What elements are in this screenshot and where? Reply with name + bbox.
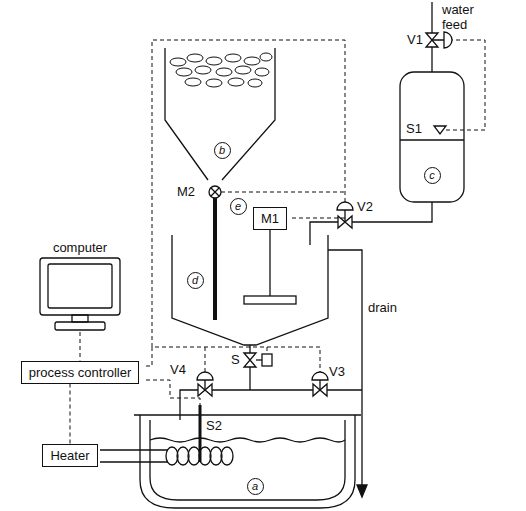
heating-coil [166, 447, 233, 465]
controller-box: process controller [21, 361, 140, 384]
mixing-vessel [172, 235, 328, 345]
liquid-surface [150, 438, 345, 442]
impeller [244, 296, 296, 304]
valve-label: M2 [177, 184, 195, 199]
valve-body [244, 353, 256, 367]
node-text: b [215, 143, 230, 158]
feed-tube [213, 198, 217, 320]
water-level [400, 139, 464, 140]
motor-box: M1 [253, 207, 287, 230]
water-tank [400, 72, 464, 202]
valve-actuator [432, 32, 452, 48]
valve-label: V4 [170, 362, 186, 377]
callout-letter: a [247, 478, 264, 495]
sensor-label: S1 [406, 121, 422, 136]
callout-letter: b [214, 142, 231, 159]
node-text: a [248, 479, 263, 494]
callout-letter: d [187, 272, 204, 289]
coil-loop [177, 447, 189, 465]
valve-label: V1 [407, 32, 423, 47]
valve-label: V3 [329, 364, 345, 379]
hopper [165, 48, 275, 180]
node-text: M1 [261, 211, 279, 226]
signal-connector [70, 384, 71, 444]
rotary-valve [209, 186, 221, 198]
coil-loop [199, 447, 211, 465]
node-text: Heater [50, 448, 89, 463]
valve-actuator [256, 359, 262, 360]
heater-wire [100, 450, 168, 462]
coil-loop [210, 447, 222, 465]
valve-actuator [262, 354, 272, 366]
valve-label: V2 [357, 199, 373, 214]
sensor-label: S2 [206, 418, 222, 433]
vessel-lid [134, 414, 361, 415]
level-sensor [434, 126, 446, 134]
valve-actuator [337, 202, 353, 222]
valve-label: S [231, 352, 240, 367]
node-text: computer [35, 240, 125, 255]
drain-arrow [357, 485, 367, 497]
granules [170, 53, 272, 87]
stirrer-shaft [269, 230, 270, 296]
valve-actuator [197, 372, 213, 390]
node-text: e [231, 199, 246, 214]
heater-box: Heater [42, 444, 97, 467]
signal-line [146, 40, 485, 405]
node-text: process controller [29, 365, 132, 380]
drain-label: drain [368, 300, 397, 315]
coil-loop [221, 447, 233, 465]
computer-monitor [40, 258, 120, 330]
vessel-inner-wall [150, 420, 345, 500]
computer-node: computer [35, 240, 125, 332]
node-text: d [188, 273, 203, 288]
callout-letter: c [424, 167, 441, 184]
coil-loop [166, 447, 178, 465]
jacketed-vessel [140, 415, 355, 508]
feed-label: water feed [442, 2, 482, 32]
coil-loop [188, 447, 200, 465]
signal-connector [80, 332, 81, 361]
node-text: c [425, 168, 440, 183]
valve-actuator [312, 372, 328, 390]
callout-letter: e [230, 198, 247, 215]
